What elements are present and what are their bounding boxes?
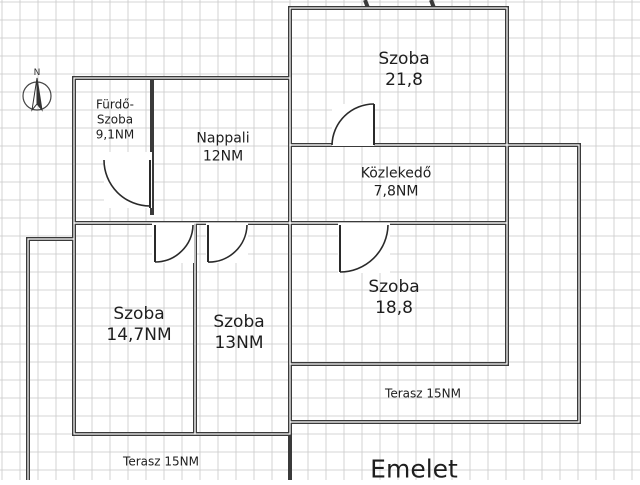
door-furdo	[103, 152, 152, 208]
walls	[26, 0, 581, 480]
compass-label: N	[34, 68, 41, 78]
room-area-szoba-mid: 13NM	[214, 333, 264, 353]
doors	[103, 103, 390, 273]
room-label-szoba-top: Szoba 21,8	[378, 49, 429, 92]
room-label-szoba-mid: Szoba 13NM	[213, 312, 264, 355]
room-name-nappali: Nappali	[196, 130, 250, 147]
room-name-szoba-top: Szoba	[378, 48, 430, 69]
room-name-szoba-mid: Szoba	[213, 311, 265, 332]
wall-stub-top-left	[363, 0, 370, 9]
room-area-furdo: 9,1NM	[95, 127, 135, 142]
room-name-szoba-right: Szoba	[368, 276, 420, 297]
room-area-szoba-top: 21,8	[385, 70, 423, 90]
wall-terrace-left	[26, 237, 74, 480]
room-name-furdo-line2: Szoba	[96, 112, 134, 127]
terrace-label-right: Terasz 15NM	[385, 386, 461, 401]
wall-stub-top-right	[429, 0, 436, 9]
room-label-nappali: Nappali 12NM	[196, 131, 249, 166]
room-label-furdo: Fürdő- Szoba 9,1NM	[96, 98, 134, 143]
room-area-szoba-left: 14,7NM	[106, 325, 172, 345]
room-area-szoba-right: 18,8	[375, 298, 413, 318]
north-arrow-icon: N	[20, 66, 54, 118]
room-name-kozlekedo: Közlekedő	[360, 165, 432, 182]
room-area-nappali: 12NM	[202, 148, 244, 164]
room-label-szoba-right: Szoba 18,8	[368, 277, 419, 320]
wall-terrace-right	[288, 143, 581, 424]
room-label-szoba-left: Szoba 14,7NM	[106, 304, 171, 347]
door-szoba-left	[152, 223, 194, 263]
room-name-furdo-line1: Fürdő-	[96, 97, 134, 112]
room-name-szoba-left: Szoba	[113, 303, 165, 324]
door-szoba-mid	[206, 223, 248, 263]
room-label-kozlekedo: Közlekedő 7,8NM	[361, 166, 432, 201]
door-szoba-right	[338, 223, 390, 273]
floor-label: Emelet	[370, 454, 458, 484]
room-area-kozlekedo: 7,8NM	[373, 183, 419, 199]
terrace-label-left: Terasz 15NM	[123, 454, 199, 469]
door-szoba-top	[331, 103, 375, 146]
